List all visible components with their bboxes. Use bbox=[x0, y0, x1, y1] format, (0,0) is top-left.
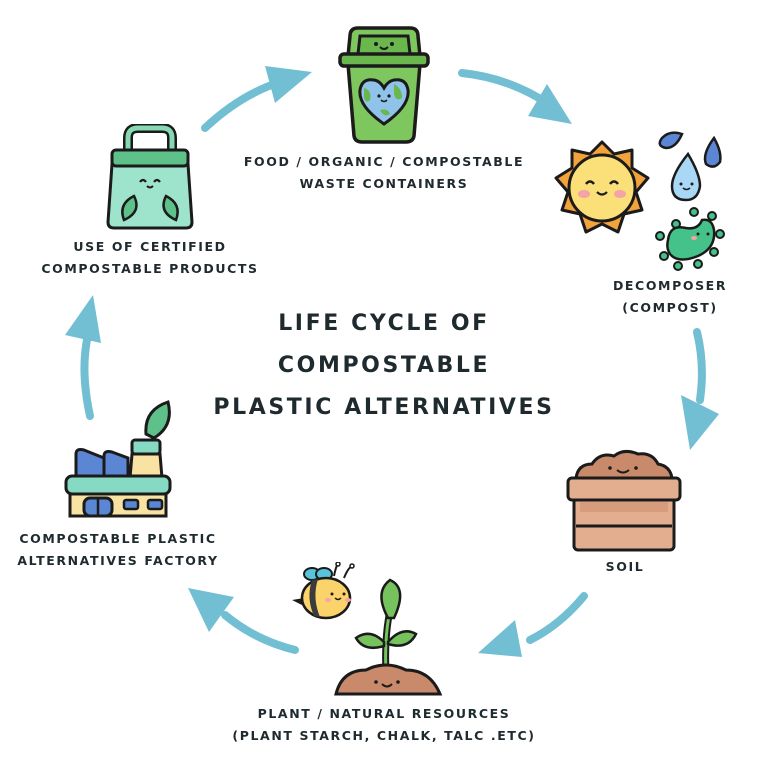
stage-label-waste-containers: FOOD / ORGANIC / COMPOSTABLE WASTE CONTA… bbox=[234, 151, 534, 195]
stage-label-line: USE OF CERTIFIED bbox=[73, 239, 227, 254]
stage-label-soil: SOIL bbox=[585, 556, 665, 578]
bacteria-icon bbox=[655, 207, 725, 271]
compostable-bag-icon bbox=[106, 124, 194, 230]
green-trash-bin-with-earth-heart-icon bbox=[338, 26, 430, 144]
title-line-1: LIFE CYCLE OF bbox=[278, 311, 490, 336]
title-line-2: COMPOSTABLE bbox=[277, 353, 491, 378]
stage-label-plant: PLANT / NATURAL RESOURCES (PLANT STARCH,… bbox=[214, 703, 554, 747]
sun-icon bbox=[554, 140, 650, 234]
stage-label-line: WASTE CONTAINERS bbox=[299, 176, 469, 191]
arrowhead-to-plant bbox=[478, 620, 522, 657]
water-drops-icon bbox=[658, 131, 722, 202]
bee-and-sprout-icon bbox=[292, 562, 443, 696]
arrow-factory-to-products bbox=[80, 331, 94, 420]
stage-label-decomposer: DECOMPOSER (COMPOST) bbox=[590, 275, 750, 319]
stage-label-line: FOOD / ORGANIC / COMPOSTABLE bbox=[243, 154, 525, 169]
arrow-soil-to-plant bbox=[526, 592, 588, 644]
sun-water-drops-bacteria-icon bbox=[554, 131, 725, 271]
arrow-decomposer-to-soil bbox=[693, 328, 706, 404]
arrow-products-to-containers bbox=[201, 78, 284, 132]
arrowhead-to-containers bbox=[265, 66, 312, 103]
stage-label-line: COMPOSTABLE PLASTIC bbox=[19, 531, 217, 546]
arrowhead-to-decomposer bbox=[528, 84, 572, 124]
arrow-plant-to-factory bbox=[221, 611, 299, 654]
title-line-3: PLASTIC ALTERNATIVES bbox=[213, 395, 555, 420]
stage-label-line: ALTERNATIVES FACTORY bbox=[17, 553, 219, 568]
eco-factory-icon bbox=[64, 400, 172, 518]
stage-label-factory: COMPOSTABLE PLASTIC ALTERNATIVES FACTORY bbox=[8, 528, 228, 572]
bee-icon bbox=[292, 562, 355, 620]
stage-label-line: COMPOSTABLE PRODUCTS bbox=[41, 261, 259, 276]
stage-label-products: USE OF CERTIFIED COMPOSTABLE PRODUCTS bbox=[30, 236, 270, 280]
stage-label-line: (COMPOST) bbox=[622, 300, 718, 315]
stage-label-line: (PLANT STARCH, CHALK, TALC .ETC) bbox=[232, 728, 536, 743]
sprout-icon bbox=[334, 578, 443, 696]
arrow-containers-to-decomposer bbox=[458, 69, 554, 109]
soil-crate-icon bbox=[566, 449, 682, 552]
stage-label-line: PLANT / NATURAL RESOURCES bbox=[257, 706, 511, 721]
stage-label-line: SOIL bbox=[605, 559, 645, 574]
arrowhead-to-factory bbox=[188, 588, 234, 632]
arrowhead-to-products bbox=[65, 295, 101, 343]
arrowhead-to-soil bbox=[681, 395, 719, 450]
diagram-title: LIFE CYCLE OF COMPOSTABLE PLASTIC ALTERN… bbox=[184, 303, 584, 429]
stage-label-line: DECOMPOSER bbox=[612, 278, 728, 293]
